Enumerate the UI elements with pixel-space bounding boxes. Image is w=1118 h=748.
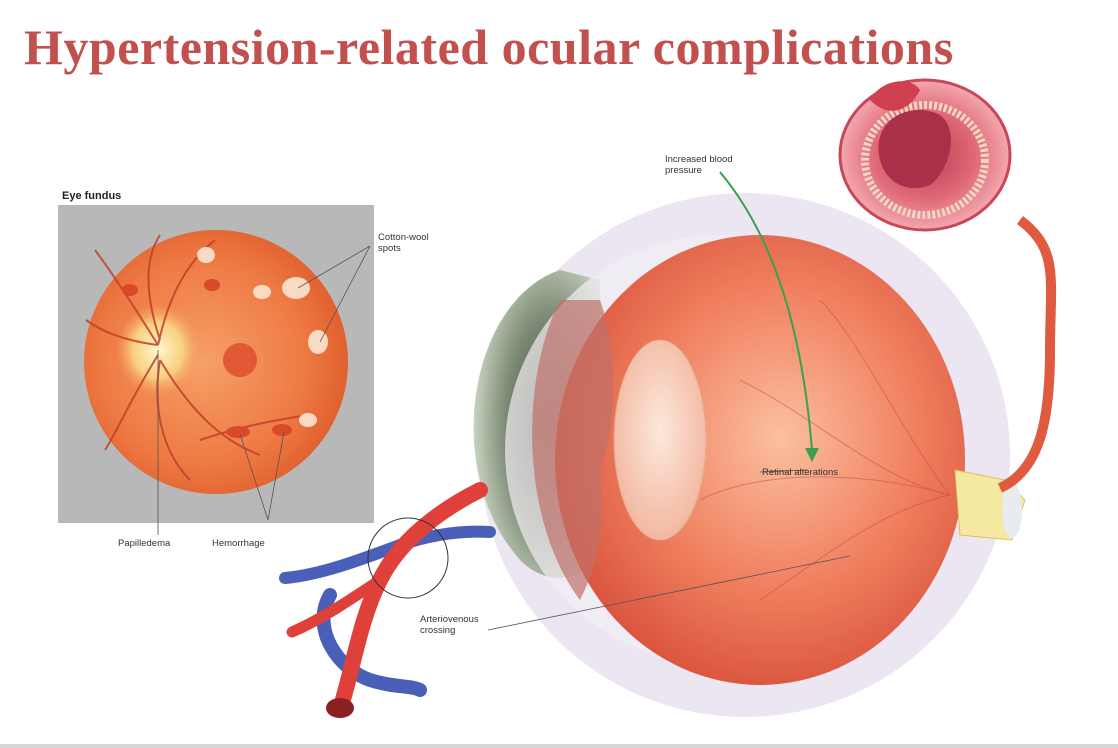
cotton-wool-label: Cotton-wool spots — [378, 232, 429, 254]
papilledema-label: Papilledema — [118, 538, 170, 549]
artery-end — [326, 698, 354, 718]
retinal-alterations-label: Retinal alterations — [762, 467, 838, 478]
increased-bp-label: Increased blood pressure — [665, 154, 733, 176]
bottom-border — [0, 744, 1118, 748]
av-crossing-label: Arteriovenous crossing — [420, 614, 479, 636]
hemorrhage-label: Hemorrhage — [212, 538, 265, 549]
lens — [614, 340, 706, 540]
macula — [223, 343, 257, 377]
fundus-heading: Eye fundus — [62, 190, 121, 202]
